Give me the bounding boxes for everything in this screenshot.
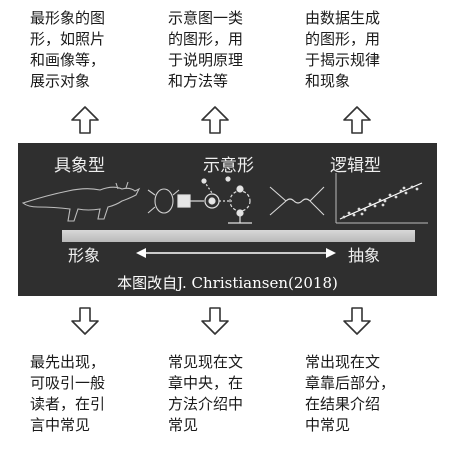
up-arrow-icon [71, 106, 99, 134]
category-schematic: 示意形 [203, 156, 254, 176]
description-data-driven: 由数据生成 的图形，用 于揭示规律 和现象 [305, 9, 381, 90]
down-arrow-icon [201, 307, 229, 335]
down-arrow-icon [71, 307, 99, 335]
category-representational: 具象型 [54, 156, 105, 176]
scatter-plot-icon [335, 173, 428, 224]
abstraction-gradient-bar [62, 230, 415, 242]
figure-type-spectrum-banner: 具象型 示意形 逻辑型 [18, 143, 437, 296]
figure-credit: 本图改自J. Christiansen(2018) [117, 274, 338, 292]
double-arrow-icon [136, 248, 336, 258]
dinosaur-illustration-icon [21, 181, 141, 222]
insect-illustration-icon [147, 188, 180, 214]
usage-data-driven: 常出现在文 章靠后部分， 在结果介绍 中常见 [305, 353, 396, 434]
up-arrow-icon [343, 106, 371, 134]
usage-representational: 最先出现， 可吸引一般 读者，在引 言中常见 [30, 353, 106, 434]
schematic-illustration-icon [177, 176, 252, 224]
scale-label-figurative: 形象 [68, 246, 101, 265]
category-logical: 逻辑型 [330, 156, 381, 176]
banner-illustrations [21, 173, 428, 224]
description-schematic: 示意图一类 的图形，用 于说明原理 和方法等 [168, 9, 244, 90]
description-representational: 最形象的图 形，如照片 和画像等， 展示对象 [30, 9, 106, 90]
down-arrow-icon [343, 307, 371, 335]
scale-label-abstract: 抽象 [348, 246, 381, 265]
up-arrow-icon [201, 106, 229, 134]
feynman-diagram-icon [269, 186, 325, 216]
usage-schematic: 常见现在文 章中央，在 方法介绍中 常见 [168, 353, 244, 434]
